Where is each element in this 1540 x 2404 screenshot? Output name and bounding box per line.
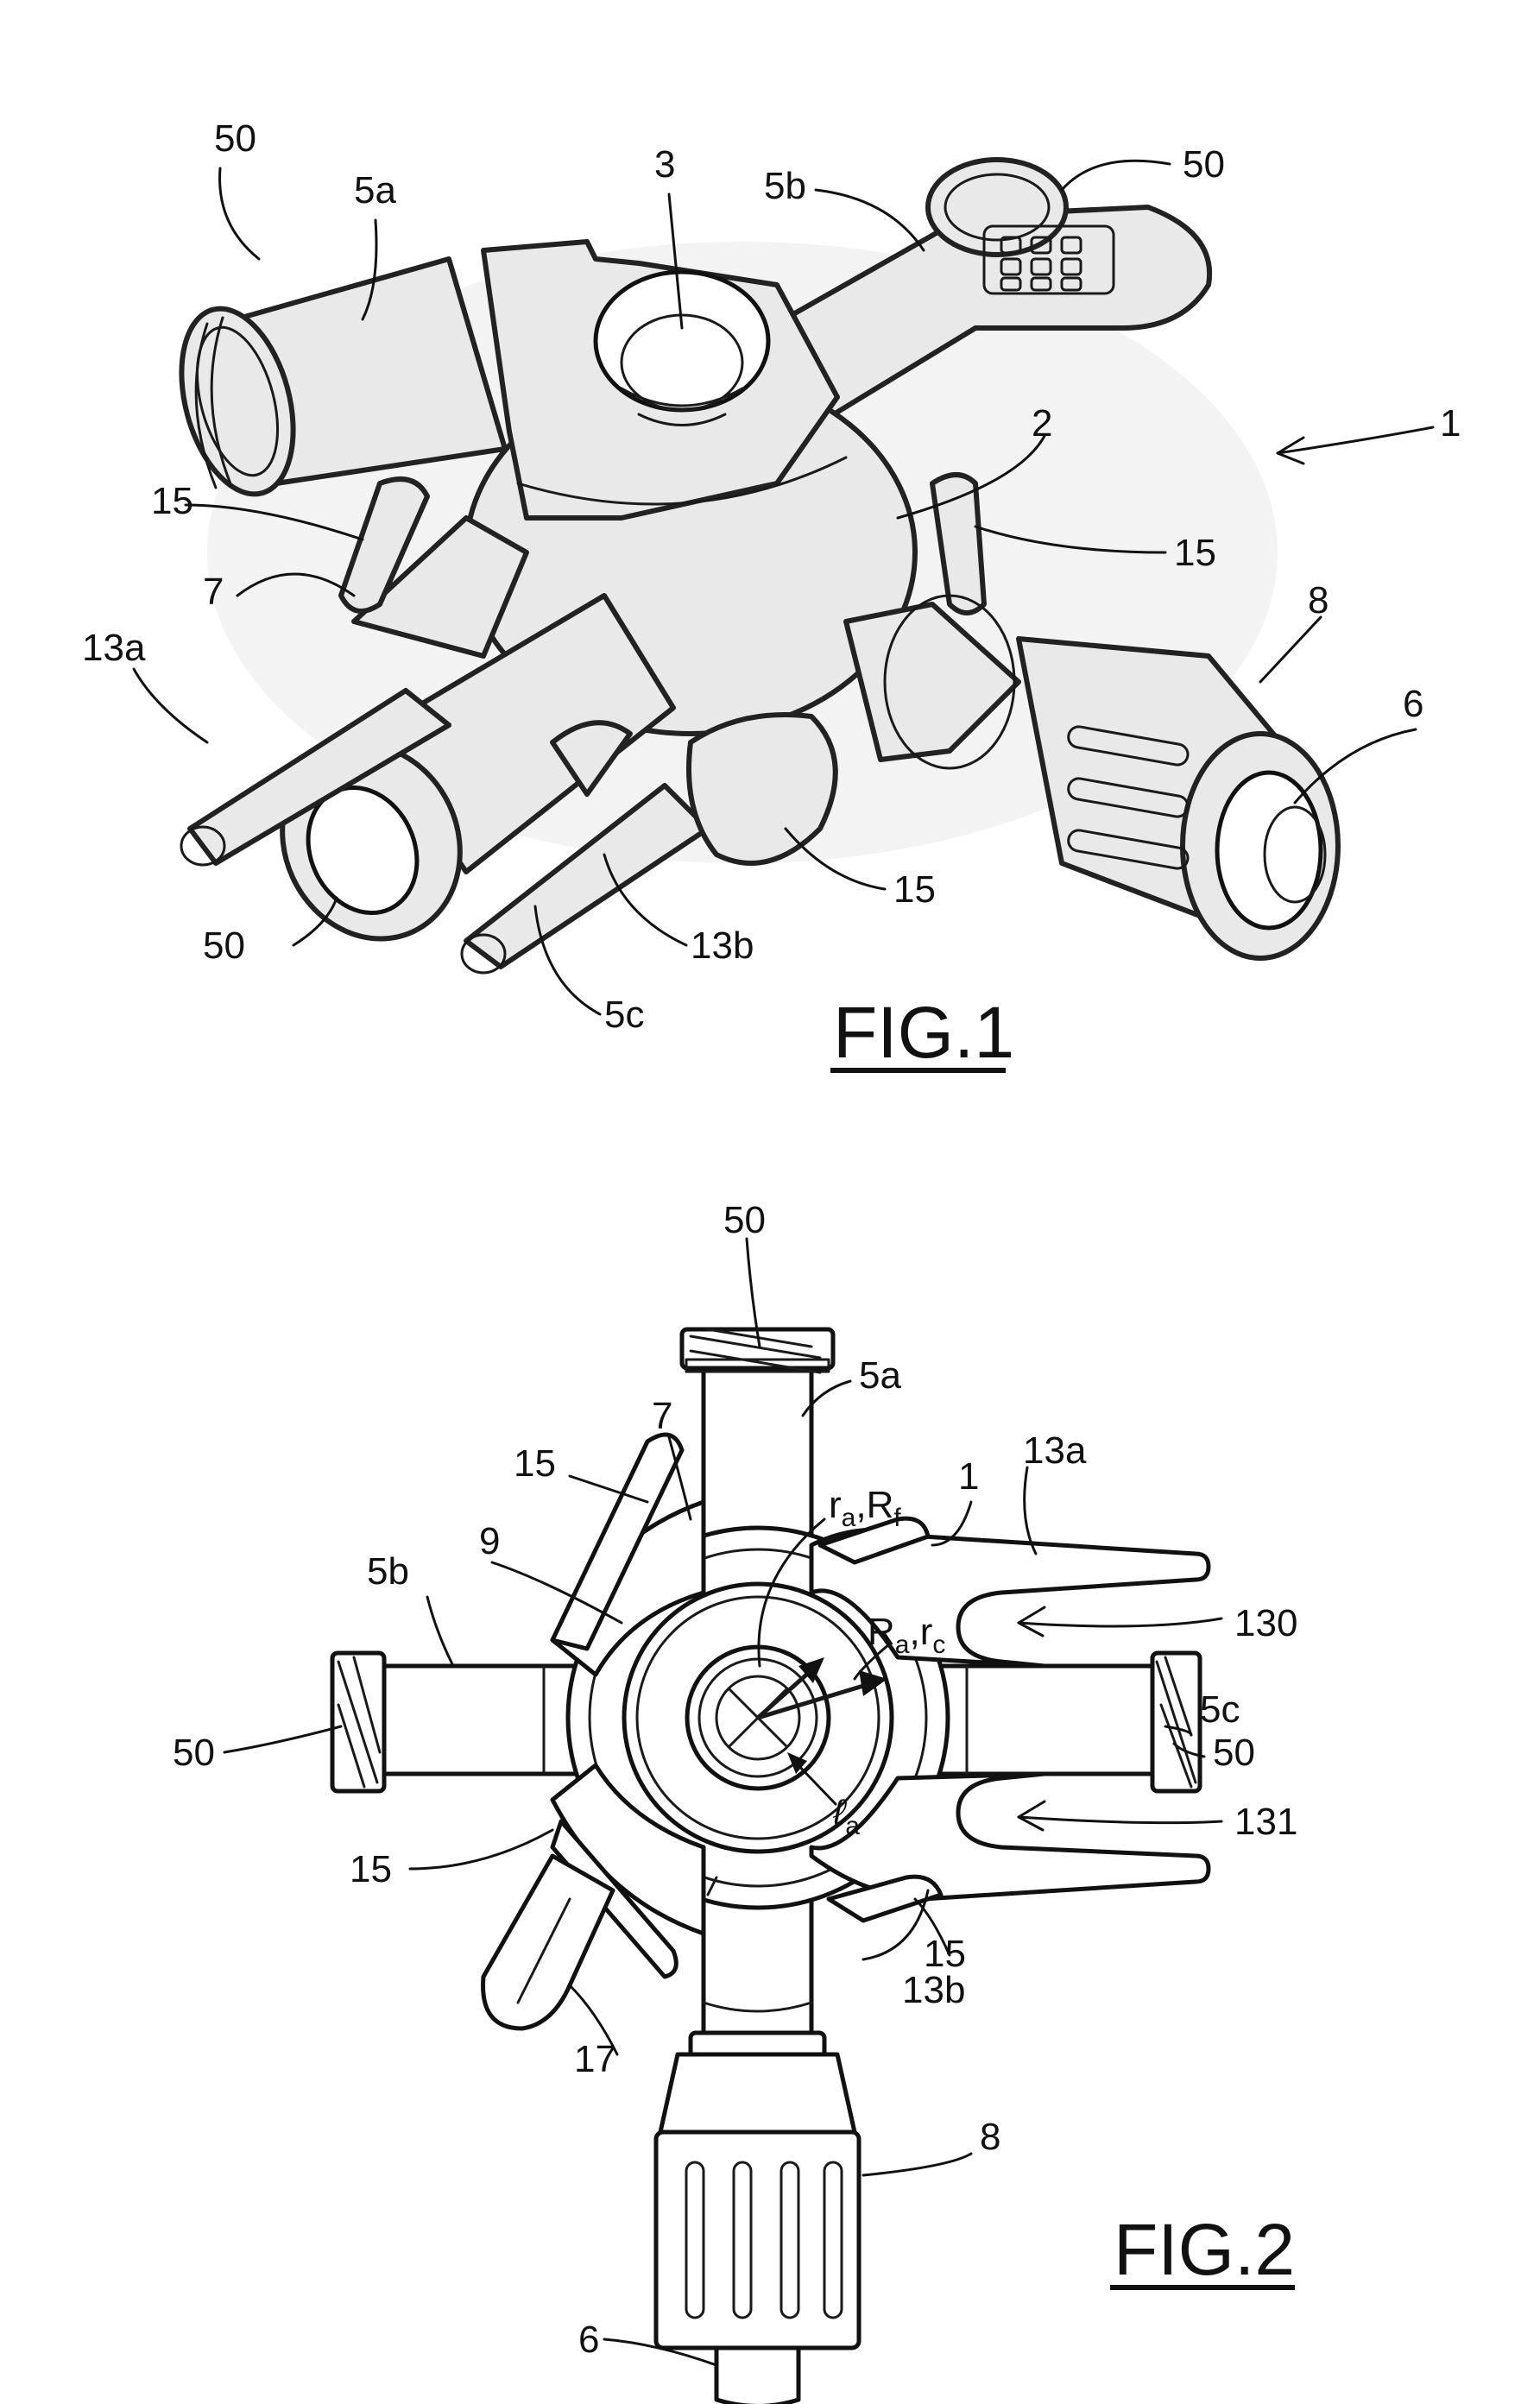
fig2-connector-8 [656, 2054, 859, 2404]
fig1-label-5a: 5a [354, 169, 396, 211]
fig1-label-15-a: 15 [151, 480, 193, 522]
fig1-label-5c: 5c [604, 994, 644, 1036]
fig2-label-1: 1 [958, 1455, 979, 1498]
symbol-sub-f: f [893, 1504, 901, 1532]
symbol-R2: R [868, 1611, 895, 1653]
fig1-label-1: 1 [1440, 402, 1461, 445]
fig2-label-5c: 5c [1200, 1688, 1240, 1731]
fig2-label-15-b: 15 [350, 1848, 392, 1890]
fig2-title: FIG.2 [1114, 2209, 1295, 2290]
symbol-r: r [829, 1484, 842, 1526]
fig2-label-8: 8 [980, 2116, 1000, 2158]
fig2-label-15-c: 15 [924, 1933, 966, 1975]
symbol-R: R [867, 1484, 894, 1526]
symbol-sub-a3: a [845, 1812, 860, 1840]
fig1-label-7: 7 [203, 571, 224, 613]
fig2-label-13b: 13b [902, 1969, 965, 2011]
fig1-label-15-b: 15 [1174, 532, 1216, 574]
fig1-label-13a: 13a [82, 627, 146, 669]
fig1-label-50-c: 50 [203, 924, 245, 967]
fig2-label-15-a: 15 [514, 1442, 556, 1485]
fig2-label-131: 131 [1234, 1801, 1297, 1843]
fig1-title: FIG.1 [833, 992, 1014, 1073]
fig2-label-50-right: 50 [1213, 1732, 1255, 1774]
fig1-label-2: 2 [1032, 402, 1052, 445]
fig2-label-50-left: 50 [173, 1732, 215, 1774]
fig1-label-8: 8 [1308, 579, 1329, 622]
symbol-comma2: , [909, 1611, 919, 1653]
fig2-label-9: 9 [479, 1520, 500, 1562]
fig2-label-17: 17 [574, 2038, 616, 2080]
fig2-symbol-ra-rf: ra,Rf [829, 1484, 901, 1532]
symbol-sub-c: c [932, 1631, 945, 1659]
fig2-label-6: 6 [578, 2319, 599, 2361]
fig1-label-6: 6 [1403, 683, 1423, 725]
fig2-label-7: 7 [652, 1395, 672, 1437]
symbol-sub-a2: a [895, 1631, 910, 1659]
fig2-label-130: 130 [1234, 1602, 1297, 1644]
symbol-sub-a: a [842, 1504, 856, 1532]
fig1-label-50-b: 50 [1183, 143, 1225, 186]
fig2-label-13a: 13a [1023, 1429, 1087, 1472]
fig1-label-13b: 13b [691, 924, 754, 967]
symbol-comma: , [855, 1484, 866, 1526]
fig1-drawing: 50 5a 3 5b 50 1 2 15 7 15 13a 8 6 15 50 … [82, 117, 1461, 1073]
symbol-r2: r [920, 1611, 933, 1653]
fig1-label-5b: 5b [764, 165, 806, 207]
fig2-drawing: 50 5a 7 15 1 13a 9 5b 130 5c 50 50 131 1… [173, 1199, 1297, 2404]
fig1-label-50-a: 50 [214, 117, 256, 160]
fig1-label-15-c: 15 [893, 868, 936, 911]
fig2-label-50-top: 50 [723, 1199, 766, 1241]
fig1-label-3: 3 [654, 143, 675, 186]
fig2-label-5b: 5b [367, 1550, 409, 1593]
fig2-label-5a: 5a [859, 1354, 901, 1397]
